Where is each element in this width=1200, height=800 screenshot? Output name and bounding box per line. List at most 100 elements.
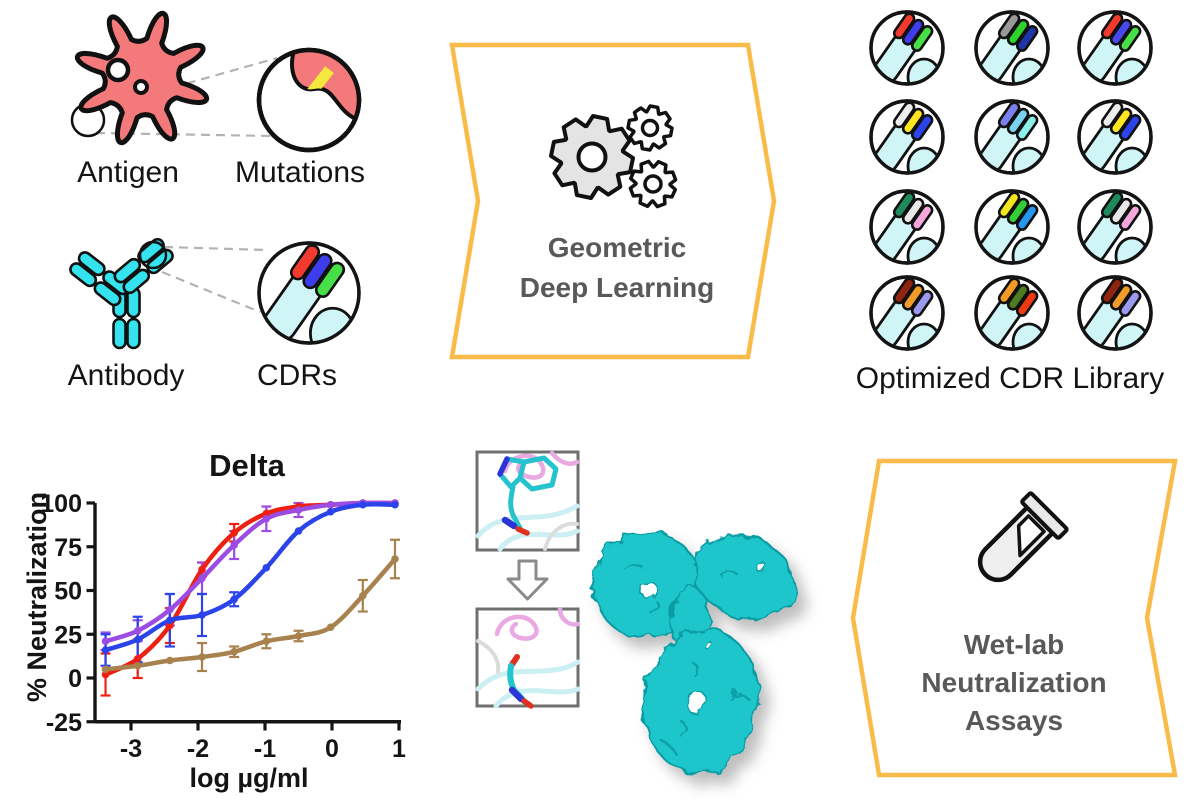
cdrs-icon: [257, 241, 361, 345]
library-circle: [1077, 99, 1153, 175]
chart-axes: [93, 503, 401, 724]
cdr-bar: [1100, 192, 1124, 219]
zoom-connector-line: [163, 245, 267, 252]
y-axis-label: % Neutralization: [22, 492, 52, 702]
library-grid: [869, 10, 1153, 351]
ribbon-pink: [557, 606, 581, 627]
ribbon-pink: [549, 450, 580, 466]
y-tick-label: -25: [46, 709, 82, 737]
cdr-bar: [302, 252, 333, 290]
antibody-lens-circle: [138, 240, 168, 270]
ribbon-cyan: [497, 528, 580, 552]
wetlab-text-line3: Assays: [965, 705, 1063, 736]
y-tick-label: 0: [68, 665, 82, 693]
wetlab-chevron-shape: [850, 458, 1178, 778]
chart-points-brown: [101, 555, 399, 674]
cdr-bar: [1109, 197, 1133, 225]
chart-title: Delta: [209, 448, 286, 483]
antibody-surface-render: [592, 531, 796, 774]
cdr-bar: [1006, 18, 1030, 46]
library-circle: [869, 189, 945, 265]
cdr-bar: [1015, 204, 1039, 231]
chart-points-blue: [101, 500, 399, 654]
nitrogen-stick: [508, 686, 525, 703]
cdrs-circle: [257, 241, 361, 345]
oxygen-stick: [521, 698, 534, 709]
cdr-bar: [1118, 204, 1142, 231]
gdl-chevron-shape: [449, 42, 777, 360]
library-circle: [1077, 275, 1153, 351]
ribbon-pink: [494, 614, 539, 641]
gdl-text-line1: Geometric: [548, 232, 687, 263]
x-tick-label: -2: [187, 735, 209, 763]
mutations-icon: [256, 47, 362, 153]
gdl-step: Geometric Deep Learning: [449, 42, 777, 360]
ribbon-cyan: [493, 686, 581, 709]
zoom-connector-line: [161, 270, 261, 314]
antibody-label: Antibody: [68, 359, 185, 392]
library-circle: [869, 10, 945, 86]
molecule-closeup-after: [475, 606, 581, 709]
cdr-bar: [997, 192, 1021, 219]
antigen-icon: [74, 10, 210, 146]
cdrs-label: CDRs: [257, 359, 337, 392]
cdr-bar: [892, 13, 916, 40]
wetlab-text-line1: Wet-lab: [964, 629, 1065, 660]
x-axis-label: log µg/ml: [189, 763, 308, 793]
cdr-bar: [910, 204, 934, 231]
cdr-bar: [997, 278, 1021, 305]
cdr-bar: [997, 102, 1021, 129]
cdr-bar: [1006, 197, 1030, 225]
library-circle: [974, 99, 1050, 175]
library-circle: [974, 189, 1050, 265]
chart-curve-purple: [103, 500, 398, 644]
wetlab-text-line2: Neutralization: [921, 667, 1106, 698]
y-tick-label: 75: [54, 534, 82, 562]
cdr-bar: [910, 114, 934, 141]
y-tick-label: 100: [40, 490, 82, 518]
x-tick-label: -1: [254, 735, 276, 763]
antibody-icon: [69, 237, 174, 350]
cdr-bar: [1006, 283, 1030, 311]
molecule-closeup-before: [475, 450, 580, 552]
cdr-bar: [1118, 114, 1142, 141]
mutations-label: Mutations: [235, 156, 365, 189]
cdr-bar: [901, 18, 925, 46]
cdr-bar: [1118, 25, 1142, 52]
library-circle: [974, 10, 1050, 86]
gdl-text-line2: Deep Learning: [520, 272, 714, 303]
cdr-bar: [1015, 290, 1039, 317]
cdr-bar: [289, 244, 321, 281]
cdr-bar: [1109, 18, 1133, 46]
wetlab-step: Wet-lab Neutralization Assays: [850, 458, 1178, 778]
library-title: Optimized CDR Library: [856, 362, 1164, 395]
oxygen-stick: [515, 526, 530, 536]
cdr-bar: [910, 25, 934, 52]
y-tick-label: 25: [54, 621, 82, 649]
library-circle: [974, 275, 1050, 351]
cdr-bar: [1015, 25, 1039, 52]
ribbon-pink: [502, 453, 546, 480]
cdr-bar: [892, 102, 916, 129]
error-bars-brown: [197, 538, 400, 673]
cdr-bar: [1118, 290, 1142, 317]
library-circle: [1077, 189, 1153, 265]
library-circle: [869, 99, 945, 175]
x-tick-label: 0: [325, 735, 339, 763]
cdr-bar: [901, 283, 925, 311]
cdr-library: Optimized CDR Library: [856, 10, 1164, 395]
nitrogen-stick: [501, 516, 518, 530]
library-circle: [869, 275, 945, 351]
cdr-bar: [1100, 278, 1124, 305]
chart-curve-brown: [103, 556, 398, 672]
cdr-bar: [901, 107, 925, 135]
chart-curve-blue: [103, 502, 398, 653]
ribbon-cyan: [475, 503, 580, 539]
cdr-bar: [910, 290, 934, 317]
cdr-bar: [314, 261, 346, 298]
input-panel: Antigen Mutations Antibody CDRs: [68, 10, 365, 392]
cdr-bar: [1109, 107, 1133, 135]
